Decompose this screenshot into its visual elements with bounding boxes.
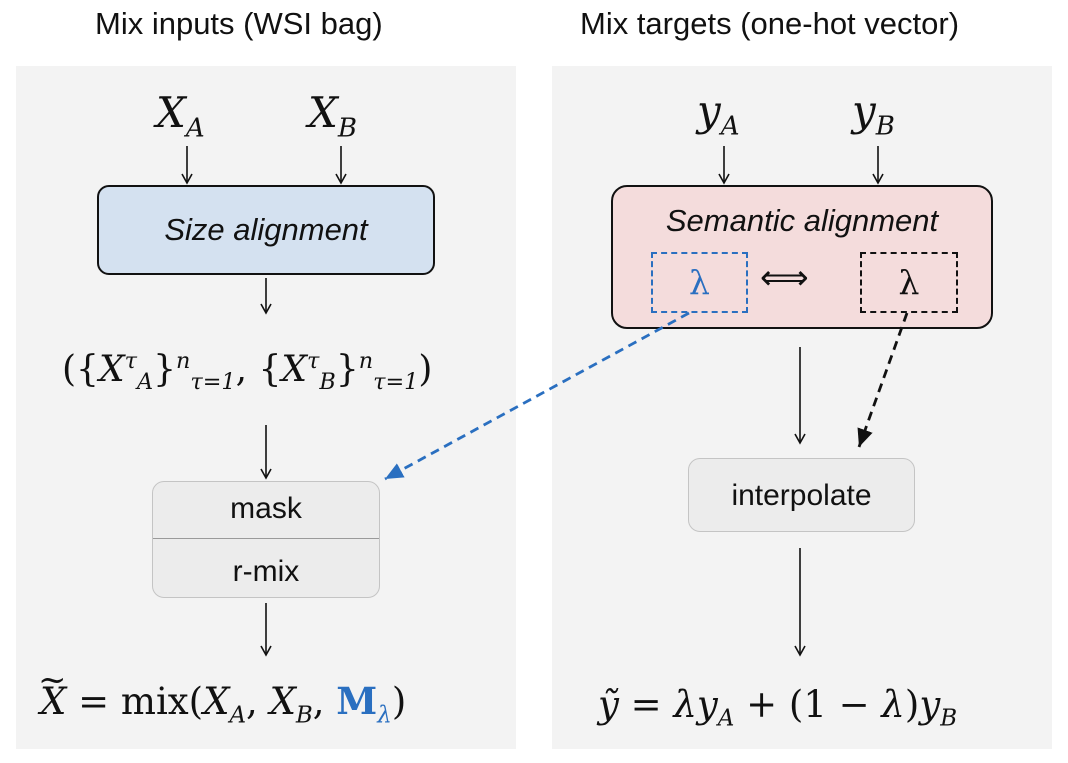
input-xa: XA bbox=[156, 88, 205, 144]
tilde-wide: ~ bbox=[38, 660, 67, 700]
arrow-lambda-blue-to-mask bbox=[384, 311, 690, 481]
mask-matrix: Mλ bbox=[336, 679, 392, 729]
interpolate-label: interpolate bbox=[731, 479, 872, 512]
inputs-heading: Mix inputs (WSI bag) bbox=[95, 6, 383, 41]
instance-sets: ({XτA}nτ=1, {XτB}nτ=1) bbox=[62, 348, 433, 396]
target-ya: yA bbox=[697, 86, 740, 142]
interpolate-box: interpolate bbox=[688, 458, 915, 532]
targets-panel bbox=[552, 66, 1052, 749]
mask-rmix-box: mask r-mix bbox=[152, 481, 380, 598]
target-yb: yB bbox=[852, 86, 895, 142]
rmix-label: r-mix bbox=[232, 555, 300, 588]
size-alignment-box: Size alignment bbox=[97, 185, 435, 275]
mixed-input-formula: ~X = mix(XA, XB, Mλ) bbox=[38, 660, 407, 729]
size-alignment-label: Size alignment bbox=[164, 212, 368, 247]
op-divider bbox=[153, 538, 379, 539]
lambda-black: λ bbox=[860, 252, 958, 313]
mask-label: mask bbox=[230, 492, 302, 525]
lambda-blue: λ bbox=[651, 252, 748, 313]
semantic-alignment-label: Semantic alignment bbox=[665, 203, 939, 238]
mixed-target-formula: ỹ = λyA + (1 − λ)yB bbox=[598, 683, 958, 732]
input-xb: XB bbox=[308, 88, 358, 144]
equivalence-arrow: ⟺ bbox=[760, 258, 809, 298]
semantic-alignment-box: Semantic alignment bbox=[611, 185, 993, 329]
targets-heading: Mix targets (one-hot vector) bbox=[580, 6, 960, 41]
arrow-lambda-black-to-interpolate bbox=[857, 312, 909, 448]
